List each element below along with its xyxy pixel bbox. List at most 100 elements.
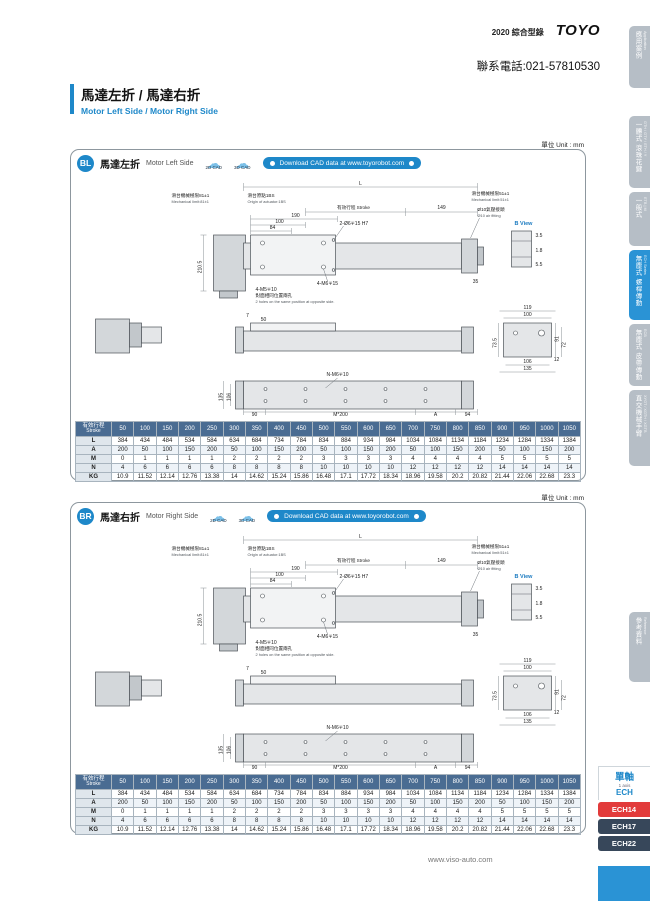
- table-cell: 16.48: [311, 472, 336, 483]
- panel-head-br: BR 馬達右折 Motor Right Side ☁ 2D CAD ☁ 3D C…: [75, 506, 581, 526]
- sidebar-tab-cartesian-robot[interactable]: 直交機械手臂 XYGT / XGTH / XGTB: [629, 390, 650, 466]
- stroke-col-header: 550: [334, 773, 358, 791]
- table-cell: 6: [177, 816, 202, 827]
- table-cell: 12: [423, 816, 447, 827]
- side-views: [95, 310, 562, 373]
- dim-label-d50: 50: [261, 317, 267, 323]
- table-cell: 834: [311, 789, 336, 800]
- table-cell: 15.86: [289, 472, 313, 483]
- dim-label-m200: M*200: [333, 412, 348, 418]
- table-cell: 434: [133, 436, 157, 447]
- table-cell: 3: [356, 454, 380, 465]
- table-cell: 10: [378, 463, 403, 474]
- table-cell: 484: [155, 436, 179, 447]
- stroke-col-header: 850: [468, 773, 492, 791]
- cloud-3d-icon: ☁: [235, 154, 250, 171]
- table-cell: 14: [490, 463, 514, 474]
- dim-label-opp_en: 2 holes on the same position at opposite…: [256, 652, 335, 657]
- table-cell: 20.2: [445, 472, 470, 483]
- stroke-col-header: 250: [200, 420, 224, 438]
- dim-label-d106v: 106: [227, 746, 233, 755]
- table-cell: 150: [445, 445, 470, 456]
- tab-label-cn: 一體式 滾珠花鍵: [634, 121, 641, 173]
- table-cell: 8: [267, 463, 291, 474]
- dim-label-d119: 119: [524, 305, 532, 311]
- tab-label-cn: 參考資料: [634, 617, 641, 645]
- table-cell: 534: [177, 789, 202, 800]
- dim-label-d106v: 106: [227, 393, 233, 402]
- table-cell: 5: [557, 807, 582, 818]
- stroke-col-header: 800: [445, 773, 470, 791]
- dim-label-holes6: 2-Ø6∓15 H7: [340, 221, 369, 227]
- download-cad-link[interactable]: Download CAD data at www.toyorobot.com: [262, 157, 422, 169]
- table-cell: 50: [311, 445, 336, 456]
- table-cell: 12: [445, 463, 470, 474]
- table-cell: 10: [356, 463, 380, 474]
- series-tab-ech17[interactable]: ECH17: [598, 819, 650, 834]
- row-label: KG: [75, 472, 112, 483]
- table-cell: 3: [311, 807, 336, 818]
- dim-label-d55: 5.5: [536, 615, 543, 621]
- stroke-col-header: 1050: [557, 773, 582, 791]
- sidebar-tab-ech-series[interactable]: 無塵式 螺桿傳動 ECH Series: [629, 250, 650, 320]
- stroke-col-header: 900: [490, 773, 514, 791]
- table-cell: 2: [222, 454, 246, 465]
- dim-label-d90: 90: [252, 412, 258, 418]
- dim-label-d7: 7: [246, 313, 249, 319]
- table-cell: 14: [490, 816, 514, 827]
- table-cell: 6: [177, 463, 202, 474]
- series-tab-ech22[interactable]: ECH22: [598, 836, 650, 851]
- panel-title-cn: 馬達右折: [100, 512, 140, 524]
- sidebar-tab-ecb[interactable]: 無塵式 皮帶傳動 ECB: [629, 324, 650, 386]
- table-cell: 784: [289, 789, 313, 800]
- page-header: 2020 綜合型錄 TOYO: [492, 22, 600, 39]
- dim-label-air_cn: Ø10氣壓接頭: [478, 559, 505, 566]
- cad-2d-button[interactable]: ☁ 2D CAD: [210, 509, 227, 524]
- sidebar-tab-application[interactable]: 應用案例 Application: [629, 26, 650, 88]
- table-cell: 884: [334, 789, 358, 800]
- download-cad-link[interactable]: Download CAD data at www.toyorobot.com: [267, 510, 426, 522]
- table-cell: 1184: [468, 436, 492, 447]
- table-cell: 1134: [445, 436, 470, 447]
- dim-label-m615: 4-M6∓15: [317, 634, 338, 640]
- sidebar-tab-ball-spline[interactable]: 一體式 滾珠花鍵 GTH / GTY / ETH / Y: [629, 116, 650, 188]
- dim-label-d149: 149: [437, 558, 446, 564]
- table-cell: 14: [535, 463, 559, 474]
- dim-label-d35: 35: [473, 279, 479, 285]
- cloud-2d-icon: ☁: [211, 507, 226, 524]
- tab-label-cn: 一般式: [634, 197, 641, 218]
- stroke-col-header: 300: [222, 773, 246, 791]
- panel-title-en: Motor Right Side: [146, 512, 199, 520]
- cad-3d-button[interactable]: ☁ 3D CAD: [234, 156, 251, 171]
- stroke-col-header: 650: [378, 420, 403, 438]
- sidebar-tab-reference[interactable]: 參考資料 Reference: [629, 612, 650, 682]
- dim-label-limit81_cn: 滑台機械極限81±1: [172, 192, 210, 199]
- catalog-edition: 2020 綜合型錄: [491, 28, 544, 37]
- dim-label-opp_cn: 對面相同位置兩孔: [256, 645, 293, 652]
- cad-3d-button[interactable]: ☁ 3D CAD: [239, 509, 256, 524]
- table-cell: 4: [401, 454, 425, 465]
- table-cell: 3: [311, 454, 336, 465]
- table-cell: 1334: [535, 789, 559, 800]
- table-cell: 584: [200, 789, 224, 800]
- dim-label-limit51_cn: 滑台機械極限51±1: [472, 543, 510, 550]
- badge-bl: BL: [77, 154, 94, 172]
- table-cell: 1284: [512, 789, 537, 800]
- sidebar-tab-standard[interactable]: 一般式 ETB | M: [629, 192, 650, 246]
- table-cell: 1284: [512, 436, 537, 447]
- table-cell: 18.34: [378, 472, 403, 483]
- table-cell: 4: [445, 454, 470, 465]
- dim-label-d94: 94: [465, 412, 471, 418]
- badge-br: BR: [77, 507, 94, 525]
- series-tab-ech14[interactable]: ECH14: [598, 802, 650, 817]
- axis-label-cn: 單軸: [614, 772, 634, 783]
- stroke-col-header: 150: [155, 420, 179, 438]
- cad-2d-button[interactable]: ☁ 2D CAD: [205, 156, 222, 171]
- table-cell: 1234: [490, 436, 514, 447]
